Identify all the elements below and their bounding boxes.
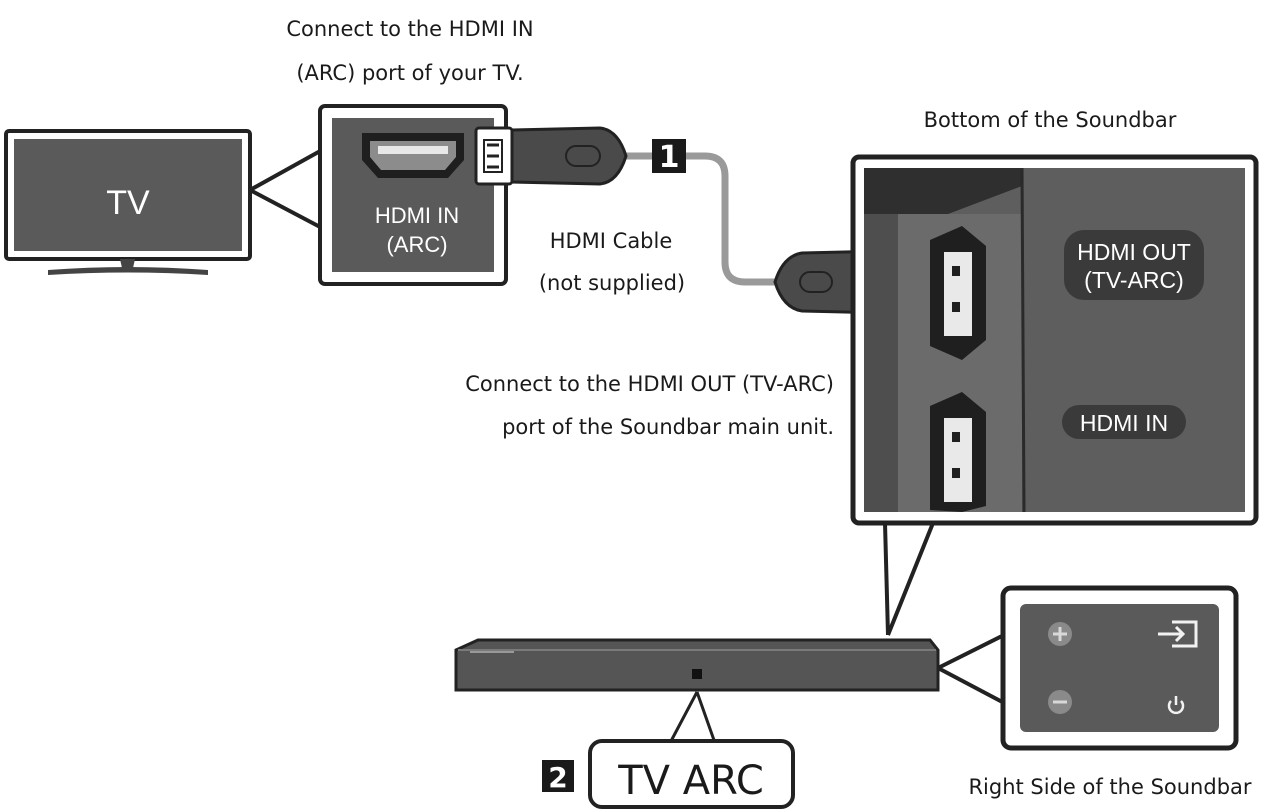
hdmi-port-icon — [362, 133, 464, 178]
tv-port-panel: HDMI IN (ARC) — [318, 104, 508, 286]
hdmi-connector-tv-end — [474, 126, 628, 186]
cable-caption-line2: (not supplied) — [539, 271, 685, 295]
tv-label: TV — [106, 184, 150, 222]
soundbar-bottom-panel: HDMI OUT (TV-ARC) HDMI IN — [850, 154, 1259, 526]
tv-port-label-line2: (ARC) — [386, 232, 447, 257]
soundbar-port-caption-line2: port of the Soundbar main unit. — [502, 415, 834, 439]
tv-illustration: TV — [4, 129, 252, 275]
step-1-number: 1 — [659, 140, 680, 175]
soundbar-side-panel — [1000, 585, 1239, 751]
soundbar-bottom-caption: Bottom of the Soundbar — [924, 108, 1177, 132]
power-icon — [1167, 696, 1185, 715]
minus-icon — [1048, 690, 1072, 714]
step-2-badge: 2 — [542, 760, 574, 794]
plus-icon — [1048, 622, 1072, 646]
source-icon — [1158, 620, 1198, 648]
tv-port-caption-line2: (ARC) port of your TV. — [296, 61, 523, 85]
tv-port-caption-line1: Connect to the HDMI IN — [286, 17, 533, 41]
soundbar-port-caption-line1: Connect to the HDMI OUT (TV-ARC) — [465, 372, 834, 396]
hdmi-out-port-icon — [930, 226, 986, 360]
tv-port-label-line1: HDMI IN — [375, 203, 459, 228]
hdmi-cable — [625, 152, 776, 286]
step-1-badge: 1 — [652, 139, 686, 175]
hdmi-out-label-line2: (TV-ARC) — [1084, 267, 1184, 293]
soundbar-right-caption: Right Side of the Soundbar — [968, 775, 1251, 799]
side-callout-lines — [937, 631, 1009, 707]
tv-arc-display: TV ARC — [588, 739, 795, 809]
soundbar-illustration — [454, 638, 940, 692]
panel-callout-lines — [883, 522, 935, 636]
hdmi-in-label: HDMI IN — [1080, 410, 1168, 436]
hdmi-in-port-icon — [930, 392, 986, 512]
hdmi-out-label-line1: HDMI OUT — [1077, 239, 1191, 265]
tv-callout-lines — [249, 148, 323, 230]
tv-arc-display-text: TV ARC — [617, 758, 764, 804]
soundbar-display-indicator — [692, 669, 702, 679]
step-2-number: 2 — [548, 761, 567, 794]
cable-caption-line1: HDMI Cable — [550, 229, 673, 253]
